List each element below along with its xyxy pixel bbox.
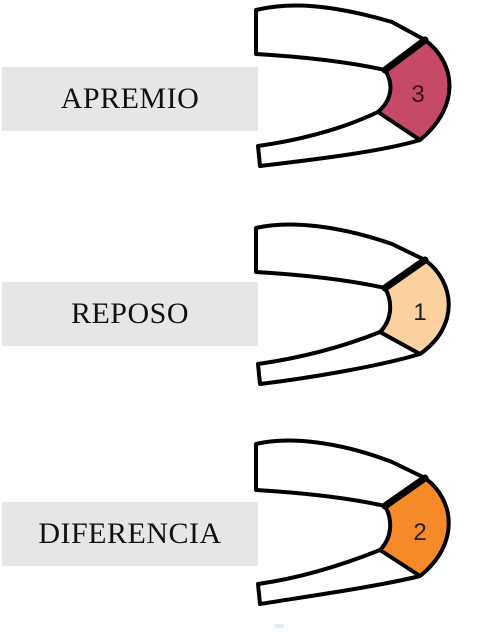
panel-diferencia: 2 DIFERENCIA: [0, 434, 483, 634]
joint-value: 2: [413, 519, 426, 546]
label-box: DIFERENCIA: [2, 502, 258, 566]
arm-diagram: 3: [0, 0, 483, 200]
panel-label: APREMIO: [60, 82, 200, 115]
arm-diagram: 2: [0, 434, 483, 634]
label-box: APREMIO: [2, 67, 258, 131]
panel-apremio: 3 APREMIO: [0, 0, 483, 200]
panel-label: DIFERENCIA: [38, 517, 222, 550]
label-box: REPOSO: [2, 282, 258, 346]
joint-value: 3: [411, 81, 424, 108]
panel-reposo: 1 REPOSO: [0, 218, 483, 418]
arm-diagram: 1: [0, 218, 483, 418]
panel-label: REPOSO: [70, 297, 190, 330]
bottom-decoration: [274, 624, 284, 628]
joint-value: 1: [413, 299, 426, 326]
elbow-joint-region: [380, 478, 449, 576]
